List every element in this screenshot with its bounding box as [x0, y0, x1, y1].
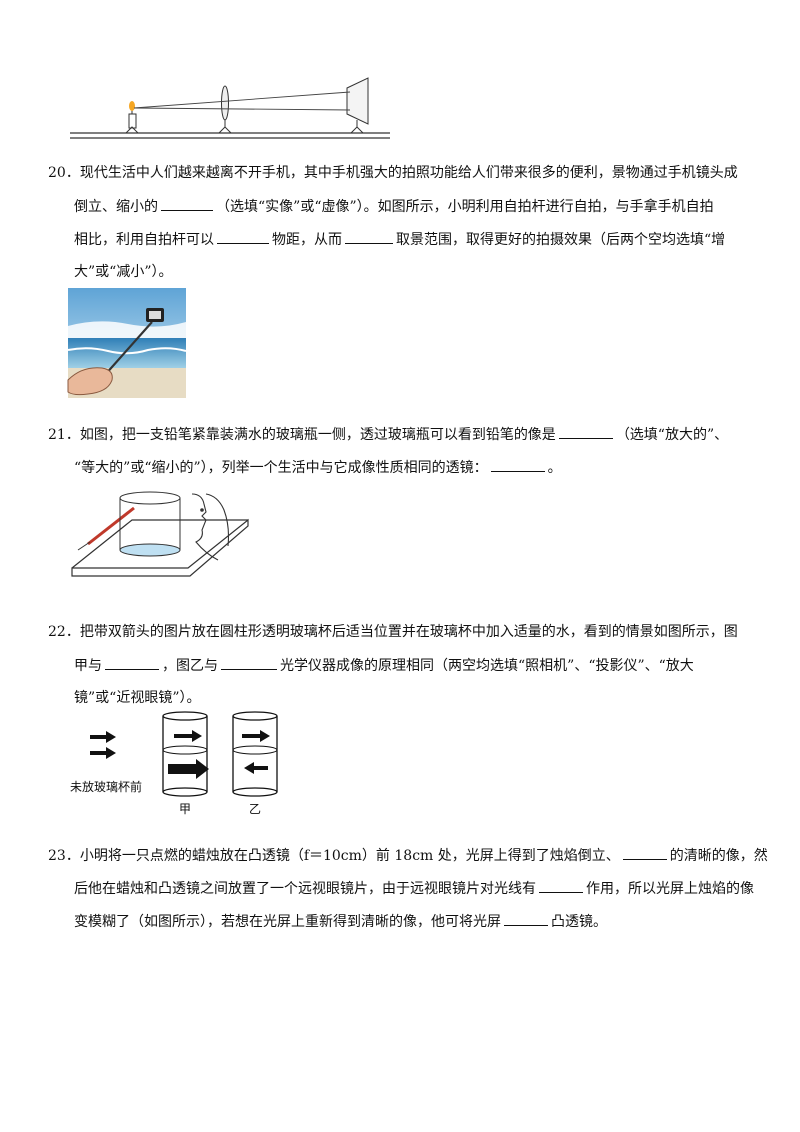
answer-blank[interactable] — [217, 229, 269, 244]
answer-blank[interactable] — [622, 845, 667, 860]
answer-blank[interactable] — [558, 424, 613, 439]
yi-label: 乙 — [249, 802, 262, 816]
glass-yi-icon — [232, 711, 278, 797]
q20-line-3: 相比，利用自拍杆可以 物距，从而 取景范围，取得更好的拍摄效果（后两个空均选填“增 — [74, 229, 725, 250]
q23-line-2: 后他在蜡烛和凸透镜之间放置了一个远视眼镜片，由于远视眼镜片对光线有 作用，所以光屏… — [74, 878, 754, 899]
q20-text: 取景范围，取得更好的拍摄效果（后两个空均选填“增 — [396, 232, 726, 248]
q20-line-2: 倒立、缩小的 （选填“实像”或“虚像”）。如图所示，小明利用自拍杆进行自拍，与手拿… — [74, 196, 714, 217]
q22-line-3: 镜”或“近视眼镜”）。 — [74, 690, 201, 706]
answer-blank[interactable] — [345, 229, 393, 244]
q21-text: （选填“放大的”、 — [615, 427, 729, 443]
q21-line-2: “等大的”或“缩小的”），列举一个生活中与它成像性质相同的透镜： 。 — [74, 457, 562, 478]
q23-text: 后他在蜡烛和凸透镜之间放置了一个远视眼镜片，由于远视眼镜片对光线有 — [74, 881, 536, 897]
q23-text: 的清晰的像，然 — [669, 848, 768, 864]
q23-text: 变模糊了（如图所示），若想在光屏上重新得到清晰的像，他可将光屏 — [74, 914, 501, 930]
q23-line-1: 23．小明将一只点燃的蜡烛放在凸透镜（f＝10cm）前 18cm 处，光屏上得到… — [48, 845, 768, 866]
light-screen-icon — [346, 77, 369, 134]
double-arrow-icon — [90, 731, 116, 759]
q20-text: （选填“实像”或“虚像”）。如图所示，小明利用自拍杆进行自拍，与手拿手机自拍 — [216, 199, 714, 215]
q20-text: 物距，从而 — [272, 232, 342, 248]
q21-line-1: 21．如图，把一支铅笔紧靠装满水的玻璃瓶一侧，透过玻璃瓶可以看到铅笔的像是 （选填… — [48, 424, 728, 445]
q23-line-3: 变模糊了（如图所示），若想在光屏上重新得到清晰的像，他可将光屏 凸透镜。 — [74, 911, 607, 932]
water-bottle-icon — [119, 491, 181, 557]
q22-text: ，图乙与 — [162, 658, 218, 674]
q22-line-1: 22．把带双箭头的图片放在圆柱形透明玻璃杯后适当位置并在玻璃杯中加入适量的水，看… — [48, 624, 738, 640]
candle-icon — [125, 101, 139, 134]
q20-text: 倒立、缩小的 — [74, 199, 158, 215]
q22-text: 甲与 — [74, 658, 102, 674]
answer-blank[interactable] — [539, 878, 583, 893]
glass-jia-icon — [162, 711, 209, 797]
selfie-stick-photo — [67, 288, 187, 398]
q20-line-1: 20．现代生活中人们越来越离不开手机，其中手机强大的拍照功能给人们带来很多的便利… — [48, 165, 738, 181]
q23-text: 23．小明将一只点燃的蜡烛放在凸透镜（f＝10cm）前 18cm 处，光屏上得到… — [48, 848, 620, 864]
q20-text: 相比，利用自拍杆可以 — [74, 232, 214, 248]
face-eye-icon — [191, 493, 230, 561]
answer-blank[interactable] — [105, 655, 159, 670]
jia-label: 甲 — [179, 802, 192, 816]
q22-line-2: 甲与 ，图乙与 光学仪器成像的原理相同（两空均选填“照相机”、“投影仪”、“放大 — [74, 655, 694, 676]
pencil-bottle-figure — [71, 491, 249, 577]
q23-text: 凸透镜。 — [551, 914, 607, 930]
answer-blank[interactable] — [221, 655, 277, 670]
convex-lens-icon — [218, 85, 232, 134]
optical-bench-figure — [70, 77, 390, 139]
answer-blank[interactable] — [161, 196, 213, 211]
answer-blank[interactable] — [504, 911, 548, 926]
arrow-glass-figure — [90, 711, 278, 797]
q22-text: 光学仪器成像的原理相同（两空均选填“照相机”、“投影仪”、“放大 — [280, 658, 694, 674]
answer-blank[interactable] — [490, 457, 545, 472]
q23-text: 作用，所以光屏上烛焰的像 — [586, 881, 754, 897]
q20-line-4: 大”或“减小”）。 — [74, 264, 173, 280]
q21-text: 21．如图，把一支铅笔紧靠装满水的玻璃瓶一侧，透过玻璃瓶可以看到铅笔的像是 — [48, 427, 556, 443]
before-glass-label: 未放玻璃杯前 — [70, 780, 143, 794]
q21-text: “等大的”或“缩小的”），列举一个生活中与它成像性质相同的透镜： — [74, 460, 488, 476]
q21-text: 。 — [547, 460, 562, 476]
